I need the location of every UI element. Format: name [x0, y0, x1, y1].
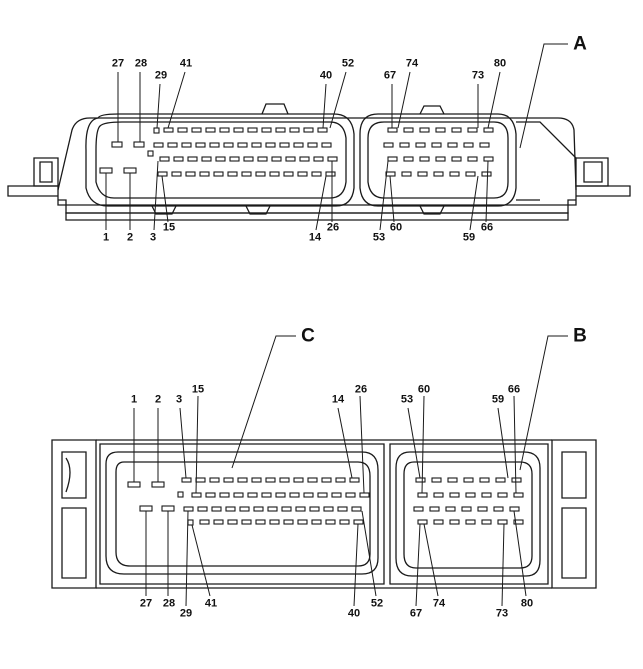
bottom-connector-view [51, 335, 597, 607]
top-pin-label: 60 [389, 221, 403, 234]
callout-a-label: A [573, 33, 587, 55]
bottom-leader-lines [133, 335, 568, 607]
bottom-pin-label: 14 [331, 393, 345, 406]
bottom-pin-label: 73 [495, 607, 509, 620]
bottom-pin-label: 67 [409, 607, 423, 620]
connector-c-bottom-shell [105, 451, 379, 575]
callout-b-label: B [573, 325, 587, 347]
bottom-pin-label: 53 [400, 393, 414, 406]
bottom-pin-label: 52 [370, 597, 384, 610]
bottom-pin-label: 60 [417, 383, 431, 396]
top-pin-label: 15 [162, 221, 176, 234]
bottom-pin-label: 2 [154, 393, 162, 406]
callout-c-label: C [301, 325, 315, 347]
top-pin-label: 80 [493, 57, 507, 70]
top-pin-label: 29 [154, 69, 168, 82]
top-pin-label: 59 [462, 231, 476, 244]
bottom-pin-label: 40 [347, 607, 361, 620]
bottom-pin-label: 1 [130, 393, 138, 406]
bottom-pin-row-1 [127, 477, 522, 488]
top-pin-row-3 [147, 150, 494, 162]
bottom-pin-label: 41 [204, 597, 218, 610]
top-pin-label: 73 [471, 69, 485, 82]
bottom-pin-label: 27 [139, 597, 153, 610]
top-pin-label: 3 [149, 231, 157, 244]
top-pin-label: 28 [134, 57, 148, 70]
bottom-pin-row-2 [177, 491, 524, 498]
bottom-pin-label: 28 [162, 597, 176, 610]
top-pin-row-2 [153, 142, 490, 148]
connector-b-top-shell [359, 113, 517, 207]
top-pin-label: 40 [319, 69, 333, 82]
top-pin-label: 2 [126, 231, 134, 244]
bottom-pin-label: 26 [354, 383, 368, 396]
bottom-pin-label: 66 [507, 383, 521, 396]
bottom-pin-label: 3 [175, 393, 183, 406]
top-pin-label: 53 [372, 231, 386, 244]
top-pin-label: 27 [111, 57, 125, 70]
top-pin-label: 41 [179, 57, 193, 70]
top-leader-lines [105, 43, 568, 231]
bottom-pin-row-4 [187, 519, 524, 526]
bottom-pin-label: 80 [520, 597, 534, 610]
top-pin-label: 74 [405, 57, 419, 70]
bottom-pin-label: 59 [491, 393, 505, 406]
bottom-pin-label: 29 [179, 607, 193, 620]
top-pin-label: 67 [383, 69, 397, 82]
top-pin-label: 26 [326, 221, 340, 234]
top-pin-label: 14 [308, 231, 322, 244]
top-pin-label: 66 [480, 221, 494, 234]
top-connector-view [7, 43, 631, 231]
top-pin-label: 1 [102, 231, 110, 244]
bottom-pin-label: 74 [432, 597, 446, 610]
bottom-pin-label: 15 [191, 383, 205, 396]
connector-b-bottom-shell [395, 451, 541, 577]
top-pin-label: 52 [341, 57, 355, 70]
